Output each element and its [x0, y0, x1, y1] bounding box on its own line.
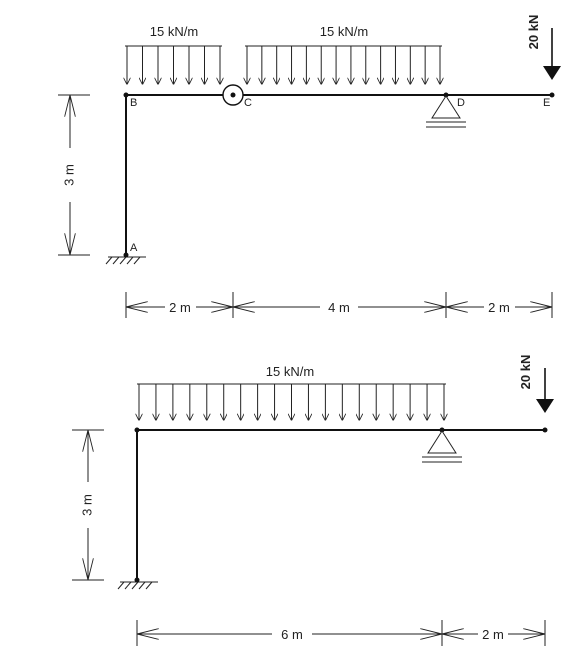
height-dimension-1 — [58, 94, 90, 256]
node-B — [123, 92, 129, 98]
point-load-label-2: 20 kN — [518, 355, 533, 390]
label-C: C — [244, 97, 252, 109]
node-top-left-2 — [134, 427, 140, 433]
height-label-2: 3 m — [79, 494, 94, 516]
span-label-2a: 6 m — [281, 627, 303, 642]
udl-left-label: 15 kN/m — [150, 24, 198, 39]
point-load-2 — [536, 368, 554, 413]
span-dimensions-1 — [125, 292, 553, 318]
fixed-support-2 — [117, 581, 158, 590]
udl-left — [125, 45, 222, 84]
span-label-1b: 4 m — [328, 300, 350, 315]
udl-label-2: 15 kN/m — [266, 364, 314, 379]
height-label-1: 3 m — [61, 164, 76, 186]
hinge-C — [222, 84, 244, 106]
udl-2 — [137, 383, 446, 420]
label-E: E — [543, 97, 550, 109]
node-D — [443, 92, 449, 98]
node-base-2 — [134, 577, 140, 583]
node-E — [549, 92, 555, 98]
figure-2: 15 kN/m 20 kN 3 m 6 m 2 m — [72, 355, 554, 646]
span-label-1a: 2 m — [169, 300, 191, 315]
height-dimension-2 — [72, 429, 104, 581]
span-label-1c: 2 m — [488, 300, 510, 315]
fixed-support-A — [105, 256, 146, 265]
node-A — [123, 252, 129, 258]
span-dimensions-2 — [136, 620, 546, 646]
point-load-label-1: 20 kN — [526, 15, 541, 50]
span-label-2b: 2 m — [482, 627, 504, 642]
label-D: D — [457, 97, 465, 109]
node-support-2 — [439, 427, 445, 433]
label-B: B — [130, 97, 137, 109]
roller-support-2 — [422, 430, 462, 463]
figure-1: B C D E A 15 kN/m 15 kN/m 20 kN 3 — [58, 15, 561, 318]
udl-right — [245, 45, 442, 84]
point-load-E — [543, 28, 561, 80]
label-A: A — [130, 242, 138, 254]
roller-support-D — [426, 95, 466, 128]
udl-right-label: 15 kN/m — [320, 24, 368, 39]
node-tip-2 — [542, 427, 548, 433]
